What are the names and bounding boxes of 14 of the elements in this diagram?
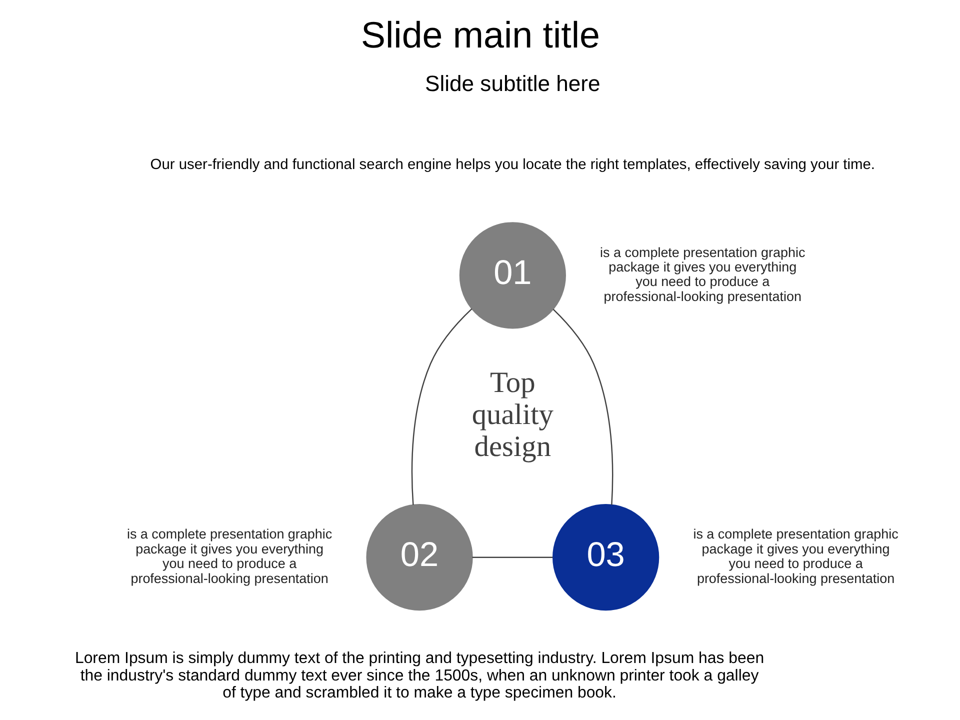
node-circle: 01 [458, 222, 566, 329]
label: Our user-friendly and functional search engine helps you locate the right templates, effectively saving your time. [150, 156, 875, 173]
node-label: is a complete presentation graphic package it gives you everything you need to produce a professional-looking presentation [126, 526, 332, 586]
connector [552, 308, 613, 505]
node-circle: 02 [366, 504, 472, 611]
connector [410, 308, 472, 505]
node-circle: 03 [552, 504, 659, 611]
diagram-title: Slide main title [360, 14, 600, 56]
node-label: is a complete presentation graphic package it gives you everything you need to produce a professional-looking presentation [600, 244, 805, 304]
connector [472, 556, 552, 558]
node-label: is a complete presentation graphic package it gives you everything you need to produce a professional-looking presentation [692, 526, 898, 586]
label: Top quality design [471, 367, 554, 463]
label: Lorem Ipsum is simply dummy text of the printing and typesetting industry. Lorem Ipsum has been the industry's standard dummy text ever since the 1500s, when an unknown printer took a galley of type and scrambled it to make a type specimen book. [74, 650, 764, 702]
label: Slide subtitle here [424, 70, 600, 96]
